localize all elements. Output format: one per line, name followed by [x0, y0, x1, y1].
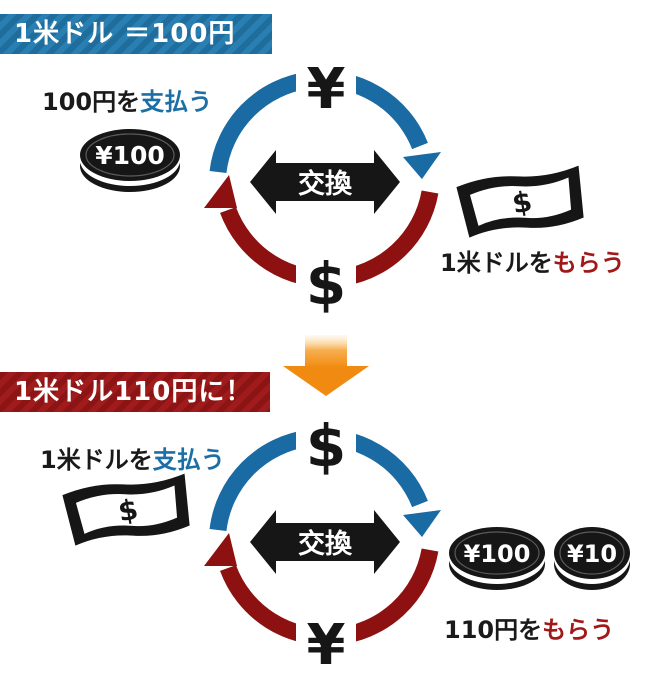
blue-arrowhead: [403, 152, 441, 179]
dollar-bill-top: $: [456, 165, 584, 238]
dollar-symbol: $: [306, 412, 346, 480]
exchange-cycle-top: ¥ $ 交換: [204, 57, 441, 318]
caption-pay-dollar: 1米ドルを支払う: [40, 440, 225, 475]
caption-emphasis: 支払う: [152, 446, 225, 474]
caption-receive-yen: 110円をもらう: [444, 610, 614, 645]
caption-text: 100円を: [42, 88, 141, 116]
caption-text: 1米ドルを: [40, 446, 153, 474]
double-arrow: [250, 150, 400, 214]
exchange-label: 交換: [298, 528, 353, 560]
coin-100-yen: ¥100: [80, 129, 180, 192]
dollar-bill-bottom: $: [62, 473, 190, 546]
red-arrowhead: [204, 533, 237, 566]
red-arrowhead: [204, 175, 237, 208]
exchange-cycle-bottom: $ ¥ 交換: [204, 412, 441, 678]
exchange-label: 交換: [298, 168, 353, 200]
yen-symbol: ¥: [307, 57, 346, 122]
coin-label: ¥100: [95, 141, 165, 170]
caption-receive-dollar: 1米ドルをもらう: [440, 243, 625, 278]
coin-label: ¥100: [464, 540, 531, 568]
caption-pay-yen: 100円を支払う: [42, 82, 212, 117]
caption-emphasis: 支払う: [140, 88, 213, 116]
coin-100-yen: ¥100: [449, 527, 545, 590]
coin-10-yen: ¥10: [554, 527, 630, 590]
caption-text: 1米ドルを: [440, 249, 553, 277]
caption-text: 110円を: [444, 616, 543, 644]
caption-emphasis: もらう: [552, 249, 625, 277]
caption-emphasis: もらう: [542, 616, 615, 644]
orange-down-arrow: [283, 335, 369, 396]
rate-banner-bottom: 1米ドル110円に！: [0, 372, 270, 412]
double-arrow: [250, 510, 400, 574]
rate-banner-top: 1米ドル ＝100円: [0, 14, 272, 54]
dollar-symbol: $: [306, 250, 346, 318]
coin-label: ¥10: [567, 540, 617, 568]
blue-arrowhead: [403, 510, 441, 537]
yen-symbol: ¥: [307, 613, 346, 678]
